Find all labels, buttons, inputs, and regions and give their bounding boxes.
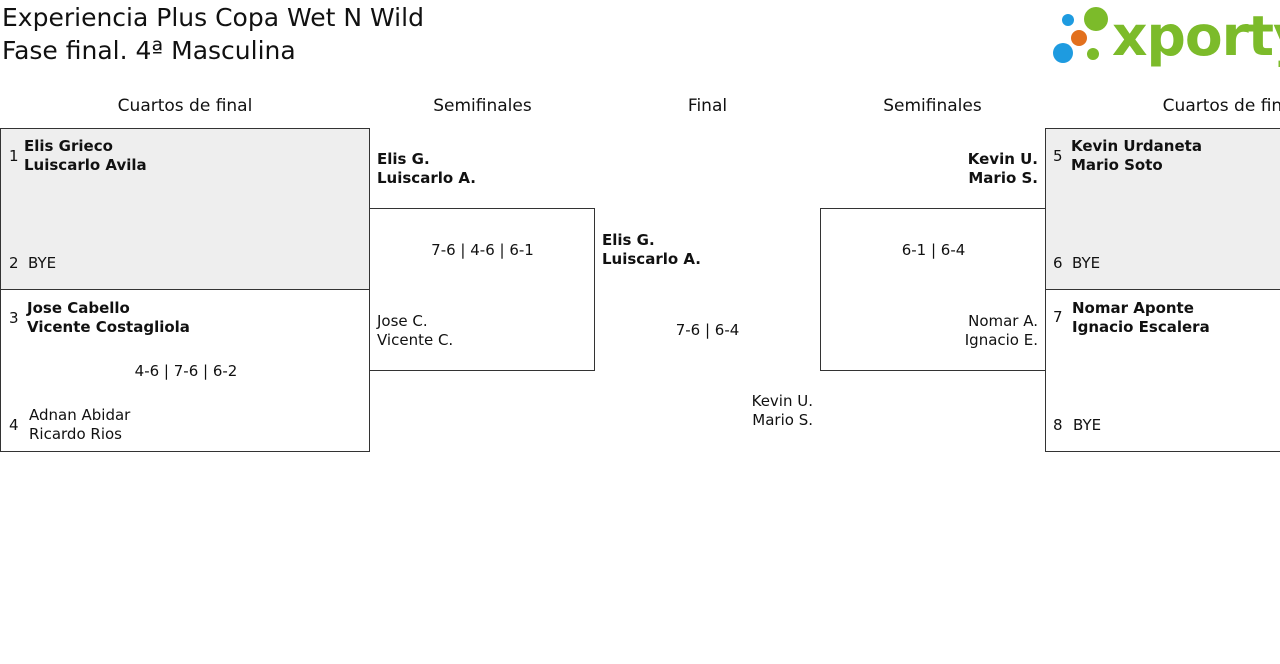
page-title: Experiencia Plus Copa Wet N Wild xyxy=(2,3,424,32)
player-name: Jose C. xyxy=(377,312,428,330)
match-score: 7-6 | 4-6 | 6-1 xyxy=(431,241,534,259)
player-name: Vicente C. xyxy=(377,331,454,349)
player-name: Elis G. xyxy=(377,150,430,168)
round-header-left-sf: Semifinales xyxy=(433,96,532,116)
player-name: Luiscarlo Avila xyxy=(24,156,147,174)
player-name: Ignacio Escalera xyxy=(1072,318,1210,336)
player-name: Nomar Aponte xyxy=(1072,299,1194,317)
player-name: Ricardo Rios xyxy=(29,425,122,443)
player-name: Mario Soto xyxy=(1071,156,1163,174)
player-name: Kevin U. xyxy=(751,392,813,410)
right-qf-match-1[interactable]: 5 Kevin Urdaneta Mario Soto 6 BYE xyxy=(1045,128,1280,290)
xporty-logo: xporty xyxy=(1050,4,1280,68)
match-score: 7-6 | 6-4 xyxy=(675,321,740,339)
round-header-right-sf: Semifinales xyxy=(883,96,982,116)
seed-number: 6 xyxy=(1053,254,1063,272)
page-subtitle: Fase final. 4ª Masculina xyxy=(2,36,296,65)
match-score: 4-6 | 7-6 | 6-2 xyxy=(134,362,238,380)
player-name: Jose Cabello xyxy=(27,299,130,317)
match-score: 6-1 | 6-4 xyxy=(901,241,966,259)
logo-dots-icon xyxy=(1053,7,1108,63)
player-name: Luiscarlo A. xyxy=(377,169,476,187)
right-qf-match-2[interactable]: 7 Nomar Aponte Ignacio Escalera 8 BYE xyxy=(1045,289,1280,452)
player-name: Kevin Urdaneta xyxy=(1071,137,1202,155)
player-name: Mario S. xyxy=(968,169,1038,187)
seed-number: 4 xyxy=(9,416,19,434)
seed-number: 7 xyxy=(1053,308,1063,326)
player-name: BYE xyxy=(1072,254,1101,272)
left-sf-match[interactable]: 7-6 | 4-6 | 6-1 Jose C. Vicente C. xyxy=(369,208,595,371)
player-name: BYE xyxy=(1073,416,1102,434)
right-sf-match[interactable]: 6-1 | 6-4 Nomar A. Ignacio E. xyxy=(820,208,1046,371)
player-name: Vicente Costagliola xyxy=(27,318,190,336)
round-header-right-qf: Cuartos de final xyxy=(1162,96,1280,116)
round-header-final: Final xyxy=(687,96,728,116)
round-header-left-qf: Cuartos de final xyxy=(117,96,253,116)
player-name: Mario S. xyxy=(752,411,813,429)
seed-number: 8 xyxy=(1053,416,1063,434)
player-name: Luiscarlo A. xyxy=(602,250,701,268)
seed-number: 1 xyxy=(9,147,19,165)
logo-wordmark: xporty xyxy=(1112,4,1280,68)
left-qf-match-2[interactable]: 3 Jose Cabello Vicente Costagliola 4-6 |… xyxy=(0,289,370,452)
player-name: BYE xyxy=(28,254,57,272)
player-name: Elis G. xyxy=(602,231,655,249)
player-name: Ignacio E. xyxy=(964,331,1038,349)
player-name: Kevin U. xyxy=(967,150,1038,168)
seed-number: 2 xyxy=(9,254,19,272)
player-name: Elis Grieco xyxy=(24,137,113,155)
left-qf-match-1[interactable]: 1 Elis Grieco Luiscarlo Avila 2 BYE xyxy=(0,128,370,290)
final-match[interactable]: Elis G. Luiscarlo A. 7-6 | 6-4 Kevin U. … xyxy=(594,208,821,453)
seed-number: 5 xyxy=(1053,147,1063,165)
seed-number: 3 xyxy=(9,309,19,327)
player-name: Adnan Abidar xyxy=(29,406,131,424)
player-name: Nomar A. xyxy=(968,312,1038,330)
